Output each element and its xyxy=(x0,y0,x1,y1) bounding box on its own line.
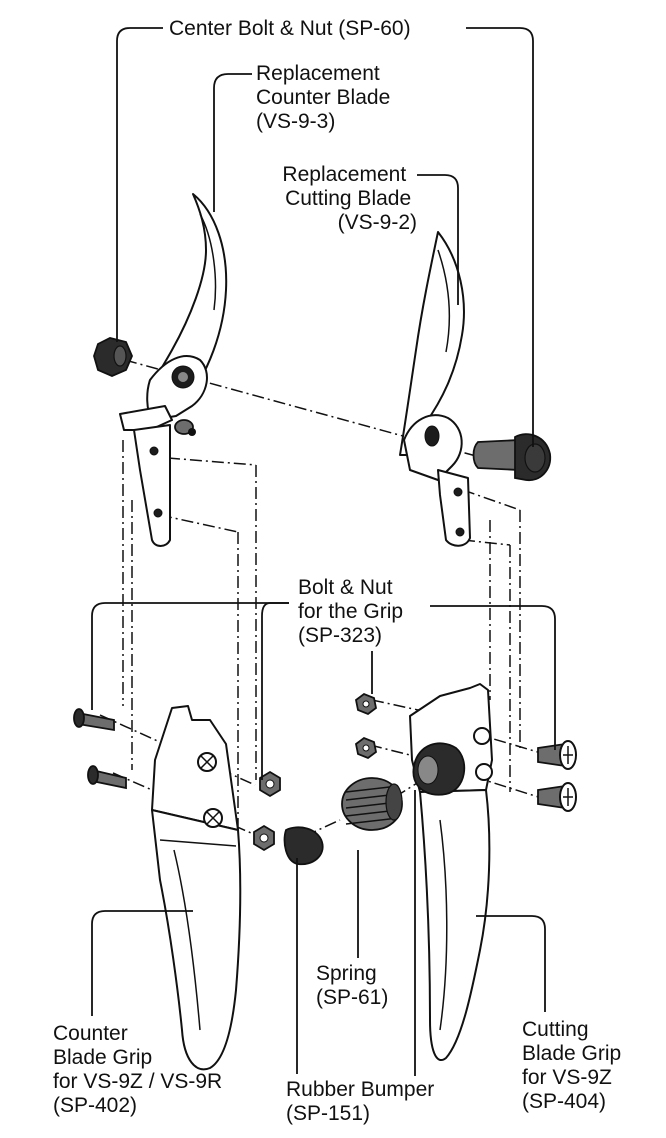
rubber-bumper xyxy=(285,827,323,864)
counter-blade xyxy=(120,194,226,546)
label-cutting-grip: Cutting Blade Grip for VS-9Z (SP-404) xyxy=(522,1018,627,1113)
grip-bolts-right xyxy=(538,741,576,811)
center-nut xyxy=(94,338,132,376)
label-counter-blade: Replacement Counter Blade (VS-9-3) xyxy=(256,62,396,133)
label-cutting-blade: Replacement Cutting Blade (VS-9-2) xyxy=(282,163,417,234)
label-center-bolt: Center Bolt & Nut (SP-60) xyxy=(169,17,411,40)
cutting-blade xyxy=(400,232,470,546)
grip-bolts-left xyxy=(74,709,126,788)
counter-blade-grip xyxy=(152,706,240,1069)
label-grip-bolt: Bolt & Nut for the Grip (SP-323) xyxy=(298,576,409,647)
center-bolt xyxy=(474,434,551,480)
grip-nuts-right xyxy=(356,694,376,758)
spring xyxy=(342,778,402,830)
grip-nuts-left xyxy=(254,772,280,850)
label-rubber-bumper: Rubber Bumper (SP-151) xyxy=(286,1078,440,1125)
labels: Center Bolt & Nut (SP-60) Replacement Co… xyxy=(53,17,627,1125)
label-spring: Spring (SP-61) xyxy=(316,962,388,1009)
bumper-stop xyxy=(413,743,464,794)
cutting-blade-grip xyxy=(410,684,492,1060)
